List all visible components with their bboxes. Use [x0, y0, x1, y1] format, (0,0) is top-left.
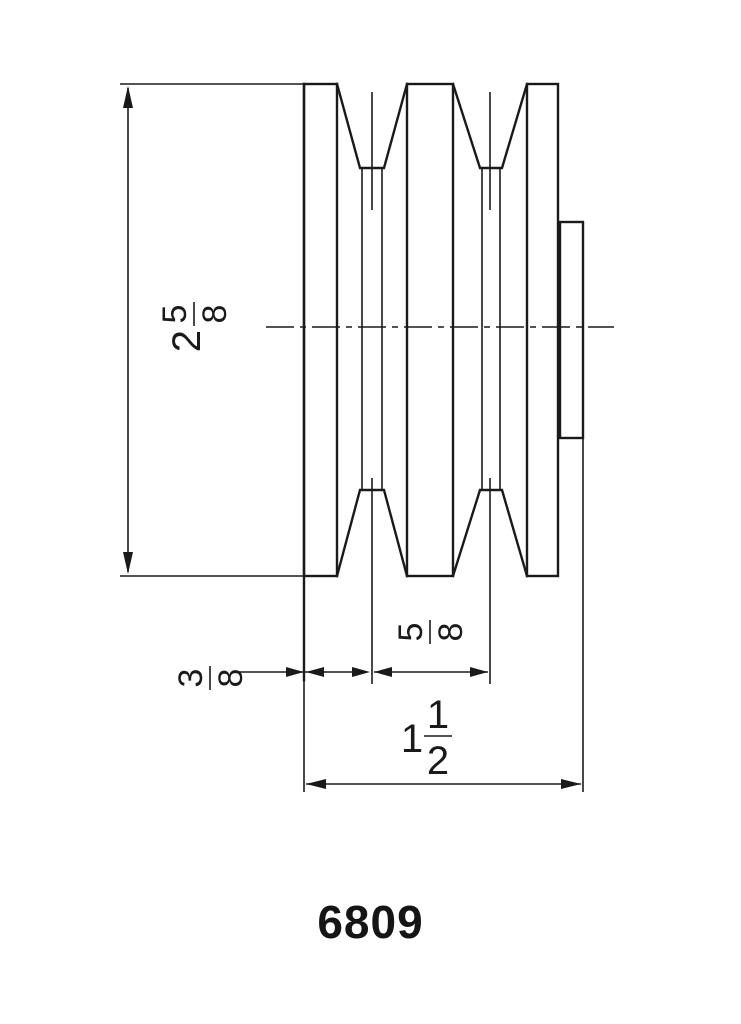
- height-whole: 2: [165, 330, 209, 352]
- shaft-stub: [558, 220, 585, 440]
- part-number: 6809: [317, 896, 424, 948]
- flange-arrow-mid-a: [306, 667, 324, 677]
- middle-flange: [405, 82, 455, 578]
- overall-arrow-left: [306, 779, 326, 789]
- overall-whole: 1: [401, 717, 423, 761]
- height-dimension: 2 5 8: [120, 83, 304, 577]
- flange-arrow-right: [352, 667, 370, 677]
- pitch-arrow-left: [374, 667, 392, 677]
- overall-width-dimension: 1 1 2: [303, 438, 584, 792]
- height-label: 2 5 8: [156, 302, 234, 352]
- flange-width-label: 3 8: [172, 666, 250, 690]
- overall-num: 1: [427, 693, 449, 737]
- flange-den: 8: [212, 669, 250, 688]
- groove-2-bottom: [451, 488, 529, 578]
- pitch-arrow-right: [470, 667, 488, 677]
- groove-pitch-dimension: 5 8: [374, 620, 488, 677]
- flange-arrow-left: [286, 667, 304, 677]
- height-den: 8: [196, 305, 234, 324]
- left-flange: [302, 82, 339, 578]
- height-arrow-bottom: [123, 552, 133, 574]
- overall-arrow-right: [561, 779, 581, 789]
- groove-2-top: [451, 82, 529, 170]
- height-arrow-top: [123, 86, 133, 108]
- pitch-num: 5: [392, 623, 430, 642]
- right-flange: [525, 82, 560, 578]
- overall-den: 2: [427, 739, 449, 783]
- flange-num: 3: [172, 669, 210, 688]
- groove-pitch-label: 5 8: [392, 620, 470, 644]
- pulley-body: [266, 82, 614, 684]
- flange-width-dimension: 3 8: [172, 666, 370, 690]
- height-num: 5: [156, 305, 194, 324]
- pitch-den: 8: [432, 623, 470, 642]
